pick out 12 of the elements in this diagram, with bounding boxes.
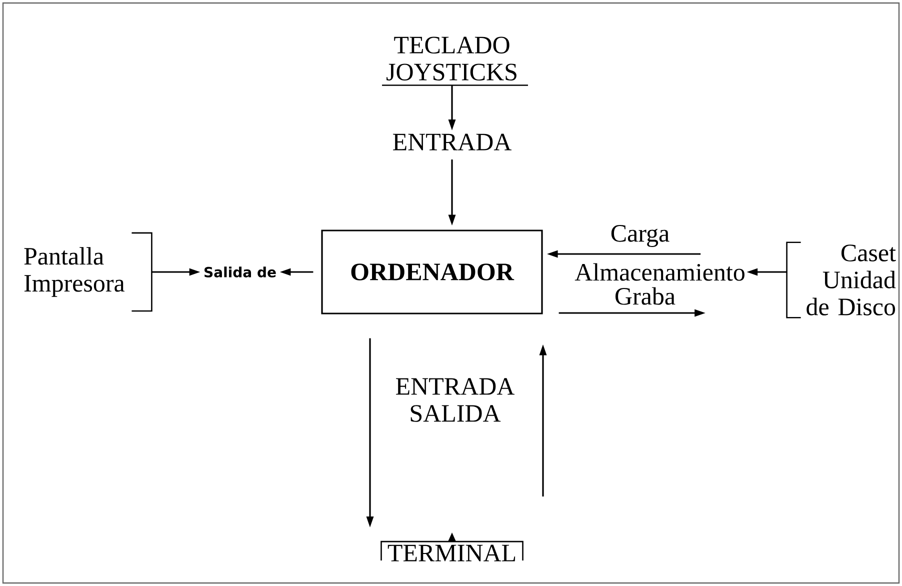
input-device-list: TECLADO JOYSTICKS	[382, 36, 528, 86]
node-label: TERMINAL	[388, 544, 516, 562]
output-device-list: Pantalla Impresora	[24, 232, 152, 312]
storage-device-list: Caset Unidad de Disco	[786, 242, 896, 318]
computer-box: ORDENADOR	[321, 230, 543, 314]
flow-label: ENTRADA SALIDA	[396, 378, 515, 422]
flow-label: Almacenamiento	[574, 263, 744, 281]
flow-label: ENTRADA	[393, 134, 512, 150]
edge-label: Graba	[615, 287, 676, 305]
edge-label: Carga	[611, 225, 670, 247]
terminal-bracket: TERMINAL	[380, 532, 524, 562]
flow-label: Salida de	[204, 266, 276, 278]
